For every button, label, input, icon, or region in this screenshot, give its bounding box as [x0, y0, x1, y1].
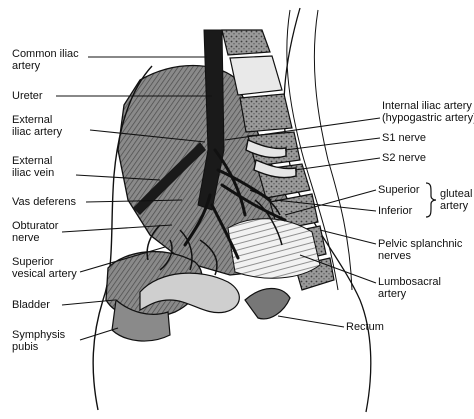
label-external-iliac-vein: External iliac vein: [12, 155, 54, 179]
label-line: artery: [378, 288, 407, 300]
label-line: Ureter: [12, 90, 43, 102]
label-line: artery: [440, 200, 469, 212]
label-line: Obturator: [12, 220, 59, 232]
label-bladder: Bladder: [12, 299, 50, 311]
label-rectum: Rectum: [346, 321, 384, 333]
symphysis-shape: [111, 298, 171, 342]
label-ureter: Ureter: [12, 90, 43, 102]
label-s2-nerve: S2 nerve: [382, 152, 426, 164]
label-line: Vas deferens: [12, 196, 77, 208]
label-internal-iliac-artery: Internal iliac artery (hypogastric arter…: [382, 100, 474, 124]
label-external-iliac-artery: External iliac artery: [12, 114, 62, 138]
label-superior: Superior: [378, 184, 420, 196]
label-line: Bladder: [12, 299, 50, 311]
label-line: Superior: [378, 184, 420, 196]
label-line: Lumbosacral: [378, 276, 441, 288]
leader-lines: [56, 56, 381, 341]
label-line: nerves: [378, 250, 412, 262]
label-line: Pelvic splanchnic: [378, 238, 463, 250]
label-line: (hypogastric artery): [382, 112, 474, 124]
label-line: gluteal: [440, 188, 473, 200]
label-line: pubis: [12, 341, 39, 353]
label-pelvic-splanchnic-nerves: Pelvic splanchnic nerves: [378, 238, 462, 262]
external-iliac-vessel: [133, 142, 206, 215]
gluteal-bracket: [425, 182, 437, 218]
label-common-iliac-artery: Common iliac artery: [12, 48, 79, 72]
label-lumbosacral-artery: Lumbosacral artery: [378, 276, 441, 300]
label-obturator-nerve: Obturator nerve: [12, 220, 58, 244]
label-superior-vesical-artery: Superior vesical artery: [12, 256, 77, 280]
label-symphysis-pubis: Symphysis pubis: [12, 329, 65, 353]
label-line: External: [12, 155, 53, 167]
label-line: nerve: [12, 232, 40, 244]
label-line: S2 nerve: [382, 152, 427, 164]
spinal-canal-rear: [313, 9, 353, 291]
label-line: vesical artery: [12, 268, 77, 280]
label-line: Inferior: [378, 205, 413, 217]
label-line: External: [12, 114, 53, 126]
back-outline: [283, 7, 372, 413]
label-line: Symphysis: [12, 329, 66, 341]
label-line: Superior: [12, 256, 54, 268]
spinal-canal: [286, 9, 339, 291]
label-line: Internal iliac artery: [382, 100, 472, 112]
label-line: iliac artery: [12, 126, 63, 138]
label-inferior: Inferior: [378, 205, 412, 217]
genital-duct: [139, 272, 240, 314]
label-line: iliac vein: [12, 167, 55, 179]
label-line: Common iliac: [12, 48, 79, 60]
label-line: Rectum: [346, 321, 384, 333]
label-line: artery: [12, 60, 41, 72]
pelvic-floor: [227, 218, 321, 279]
label-gluteal-artery: gluteal artery: [440, 188, 472, 212]
label-s1-nerve: S1 nerve: [382, 132, 426, 144]
label-line: S1 nerve: [382, 132, 427, 144]
common-iliac-trunk: [197, 29, 225, 211]
rectum-shape: [244, 287, 291, 320]
label-vas-deferens: Vas deferens: [12, 196, 76, 208]
sacral-nerves: [245, 139, 297, 179]
body-outline: [92, 65, 153, 411]
small-vessels: [146, 189, 283, 276]
